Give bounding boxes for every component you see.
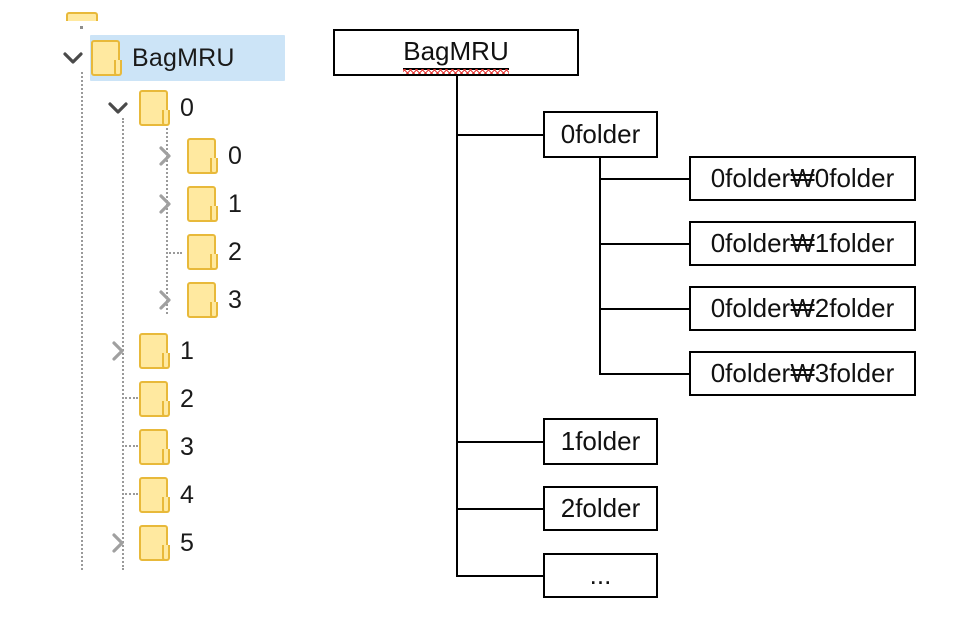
folder-icon [186,232,220,272]
clipped-parent-folder-icon [66,12,98,21]
registry-tree-panel[interactable]: BagMRU 0 0 1 [0,0,330,644]
diagram-node-label: 0folder₩3folder [710,358,895,388]
tree-item-label: 2 [228,237,243,266]
diagram-node-0folder-1folder[interactable]: 0folder₩1folder [689,221,916,266]
folder-icon [186,184,220,224]
diagram-node-label: 0folder₩1folder [710,228,895,258]
chevron-down-icon[interactable] [60,35,86,81]
chevron-right-icon[interactable] [105,328,131,374]
diagram-node-label: ... [589,560,612,590]
tree-item-label: 3 [180,432,195,461]
diagram-node-0folder-0folder[interactable]: 0folder₩0folder [689,156,916,201]
diagram-node-bagmru[interactable]: BagMRU [333,29,579,76]
folder-icon [138,88,172,128]
chevron-right-icon[interactable] [152,133,178,179]
tree-item-1[interactable]: 1 [138,328,194,374]
folder-icon [186,136,220,176]
diagram-edge-to-2folder [456,508,543,510]
tree-item-0-0[interactable]: 0 [186,133,242,179]
diagram-node-label: 0folder [560,119,641,149]
diagram-node-0folder-2folder[interactable]: 0folder₩2folder [689,286,916,331]
tree-item-label: 1 [228,189,243,218]
tree-item-0-1[interactable]: 1 [186,181,242,227]
tree-item-label: 0 [180,93,195,122]
diagram-node-ellipsis[interactable]: ... [543,553,658,598]
diagram-edge-to-1folder [456,441,543,443]
tree-item-4[interactable]: 4 [138,472,194,518]
tree-connector-level2-2 [166,252,182,254]
diagram-edge-0folder-trunk [599,158,601,374]
diagram-node-label: 2folder [560,493,641,523]
chevron-right-icon[interactable] [105,520,131,566]
diagram-edge-to-0folder-1folder [599,243,691,245]
tree-connector-level1-2 [122,397,138,399]
tree-item-label: 4 [180,480,195,509]
diagram-node-1folder[interactable]: 1folder [543,418,658,465]
diagram-edge-to-0folder [456,134,543,136]
folder-icon [90,38,124,78]
tree-connector-level1-3 [122,445,138,447]
tree-item-bagmru[interactable]: BagMRU [90,35,285,81]
tree-item-0[interactable]: 0 [138,85,194,131]
diagram-edge-root-trunk [456,76,458,576]
tree-item-label: 5 [180,528,195,557]
tree-item-label: 1 [180,336,195,365]
diagram-node-0folder-3folder[interactable]: 0folder₩3folder [689,351,916,396]
diagram-edge-to-0folder-3folder [599,373,691,375]
chevron-down-icon[interactable] [105,85,131,131]
tree-item-3[interactable]: 3 [138,424,194,470]
tree-item-0-2[interactable]: 2 [186,229,242,275]
diagram-edge-to-ellipsis [456,575,543,577]
tree-connector-level1-4 [122,493,138,495]
diagram-node-label: 1folder [560,426,641,456]
folder-icon [186,280,220,320]
spellcheck-squiggle-icon [403,68,509,74]
tree-guide-line-level1 [122,118,124,570]
diagram-node-label: 0folder₩0folder [710,163,895,193]
tree-item-label: 0 [228,141,243,170]
folder-icon [138,379,172,419]
diagram-node-label: BagMRU [403,35,509,66]
tree-item-label: 2 [180,384,195,413]
chevron-right-icon[interactable] [152,181,178,227]
tree-item-label: BagMRU [132,43,235,72]
tree-guide-line-root [81,72,83,570]
tree-item-2[interactable]: 2 [138,376,194,422]
diagram-node-label: 0folder₩2folder [710,293,895,323]
clipped-parent-dot [80,26,83,29]
folder-icon [138,331,172,371]
tree-item-5[interactable]: 5 [138,520,194,566]
folder-icon [138,523,172,563]
tree-item-label: 3 [228,285,243,314]
diagram-edge-to-0folder-2folder [599,308,691,310]
tree-item-0-3[interactable]: 3 [186,277,242,323]
chevron-right-icon[interactable] [152,277,178,323]
diagram-node-2folder[interactable]: 2folder [543,486,658,531]
folder-icon [138,427,172,467]
diagram-node-0folder[interactable]: 0folder [543,111,658,158]
folder-icon [138,475,172,515]
tree-guide-line-level2 [166,128,168,314]
diagram-edge-to-0folder-0folder [599,178,691,180]
